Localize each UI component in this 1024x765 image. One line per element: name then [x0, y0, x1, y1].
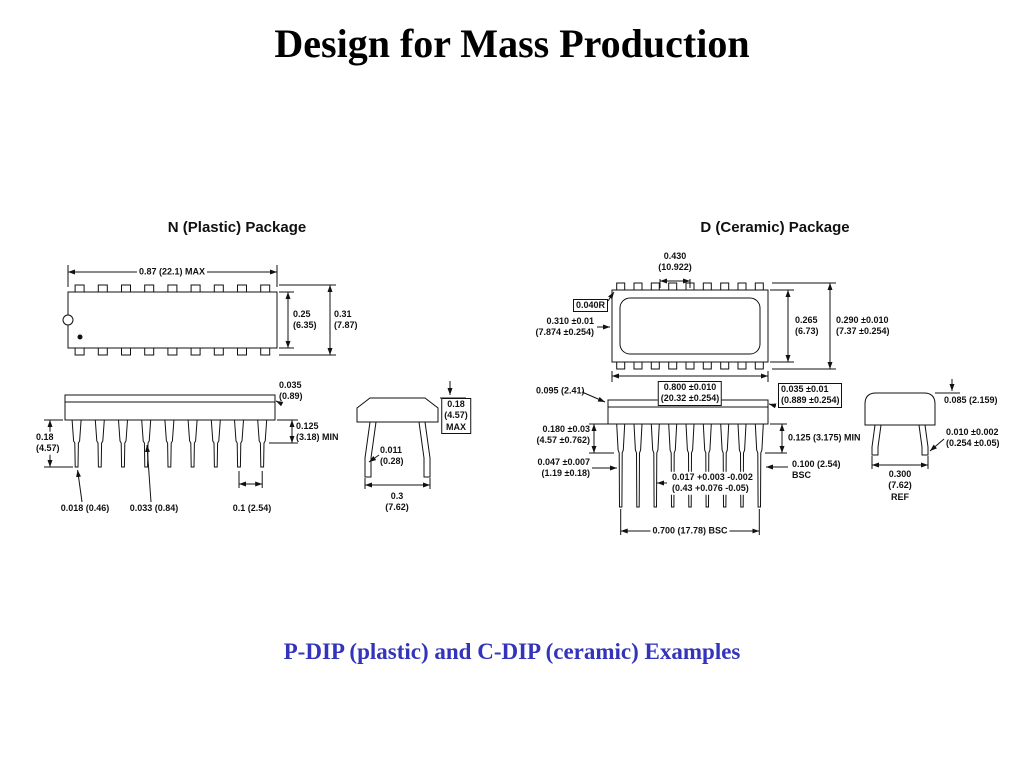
- n-dim-end-height: 0.18 (4.57) MAX: [441, 398, 471, 434]
- package-diagram: N (Plastic) Package D (Ceramic) Package …: [30, 215, 1020, 575]
- n-dim-lead-thickness: 0.011 (0.28): [380, 445, 404, 467]
- d-dim-seal: 0.035 ±0.01 (0.889 ±0.254): [778, 383, 843, 408]
- n-dim-shoulder-width: 0.033 (0.84): [129, 503, 179, 513]
- diagram-linework: [44, 265, 960, 535]
- n-package-heading: N (Plastic) Package: [167, 219, 307, 236]
- d-dim-body-width: 0.310 ±0.01 (7.874 ±0.254): [535, 315, 594, 337]
- n-dim-pitch: 0.1 (2.54): [232, 503, 272, 513]
- d-dim-span: 0.700 (17.78) BSC: [650, 525, 730, 537]
- slide-caption: P-DIP (plastic) and C-DIP (ceramic) Exam…: [283, 639, 741, 664]
- d-dim-end-top: 0.085 (2.159): [944, 395, 998, 405]
- d-dim-row-spacing: 0.300 (7.62) REF: [888, 469, 912, 502]
- d-dim-overall-height: 0.290 ±0.010 (7.37 ±0.254): [836, 314, 890, 336]
- d-dim-standoff: 0.125 (3.175) MIN: [788, 432, 861, 443]
- d-dim-body-length: 0.800 ±0.010 (20.32 ±0.254): [657, 381, 723, 406]
- d-dim-lead-thickness: 0.017 +0.003 -0.002 (0.43 +0.076 -0.05): [670, 471, 755, 495]
- d-dim-lid-width: 0.430 (10.922): [658, 251, 692, 273]
- n-dim-lead-length: 0.18 (4.57): [34, 431, 62, 455]
- slide-title: Design for Mass Production: [274, 21, 750, 66]
- n-dim-lip: 0.035 (0.89): [279, 380, 303, 402]
- n-dim-shoulder: 0.125 (3.18) MIN: [296, 420, 339, 442]
- d-dim-lip: 0.095 (2.41): [536, 385, 585, 396]
- d-dim-shoulder-len: 0.180 ±0.03 (4.57 ±0.762): [536, 423, 590, 445]
- d-dim-end-lead: 0.010 ±0.002 (0.254 ±0.05): [946, 427, 1000, 449]
- d-dim-pitch: 0.100 (2.54) BSC: [792, 459, 841, 481]
- d-dim-lead-width: 0.047 ±0.007 (1.19 ±0.18): [537, 456, 590, 478]
- d-dim-corner-radius: 0.040R: [573, 299, 609, 313]
- n-dim-row-spacing: 0.3 (7.62): [385, 491, 409, 513]
- n-dim-overall-height: 0.31 (7.87): [334, 308, 358, 330]
- n-dim-top-width: 0.87 (22.1) MAX: [136, 266, 208, 278]
- n-dim-body-height: 0.25 (6.35): [293, 308, 317, 330]
- d-package-heading: D (Ceramic) Package: [700, 219, 850, 236]
- d-dim-body-height: 0.265 (6.73): [795, 314, 819, 336]
- n-dim-tip-width: 0.018 (0.46): [60, 503, 110, 513]
